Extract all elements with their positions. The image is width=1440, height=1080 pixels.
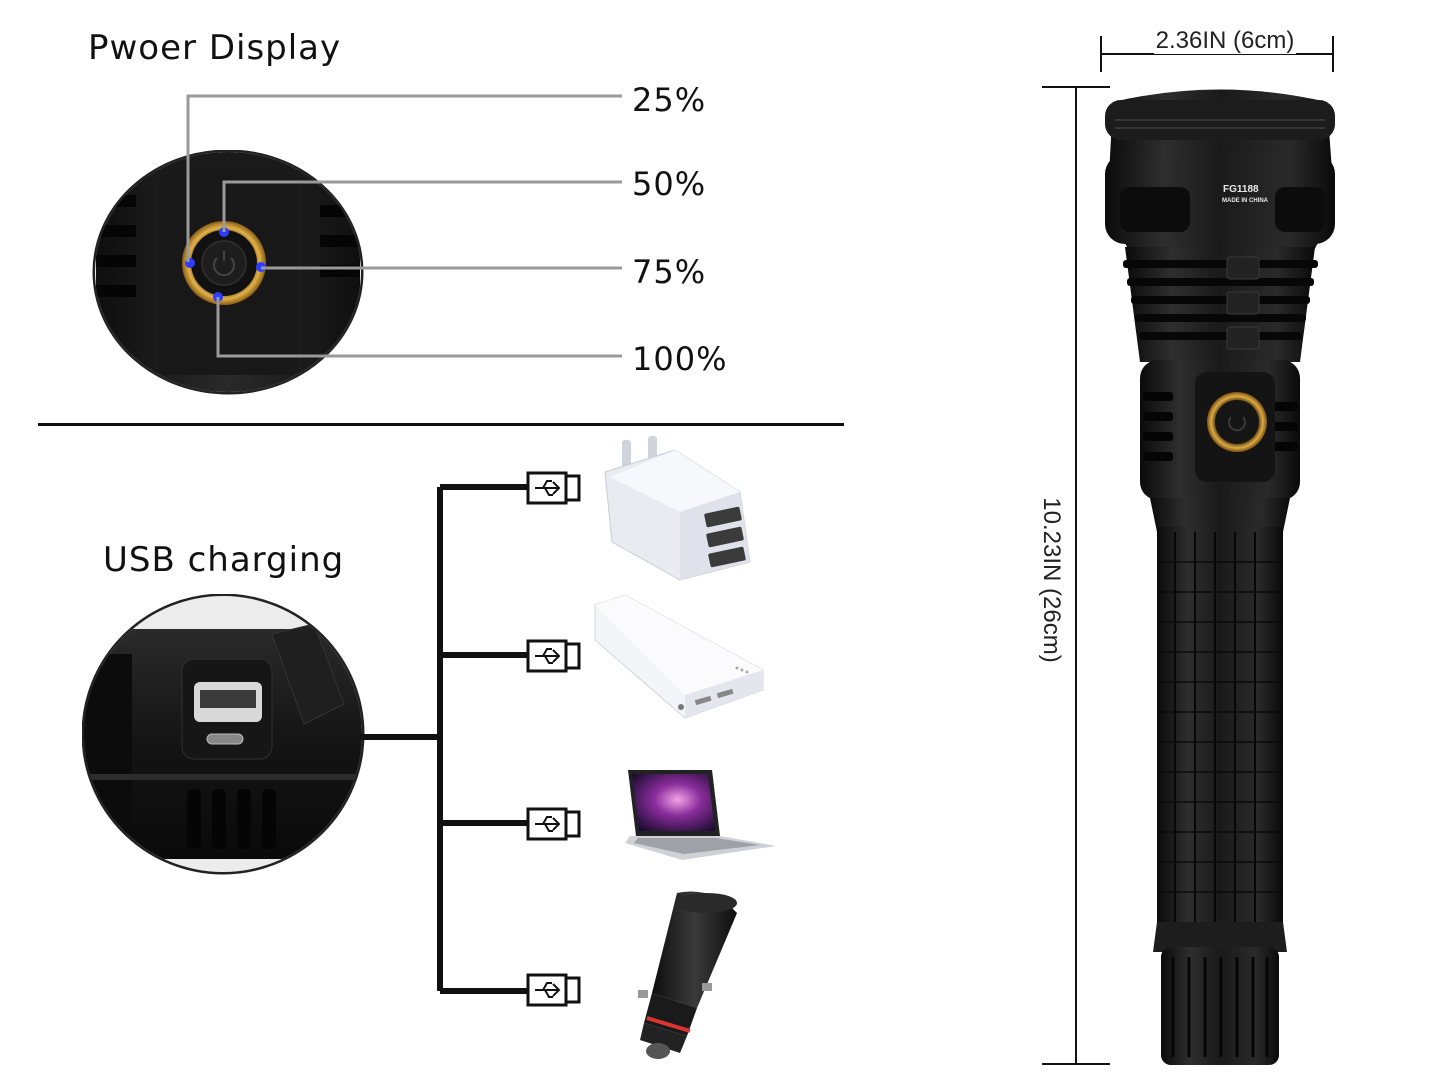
usb-plug-icon [526, 807, 581, 841]
length-dimension-line [1042, 86, 1110, 1065]
power-leader-lines [186, 94, 622, 358]
level-100-label: 100% [632, 340, 728, 378]
level-25-label: 25% [632, 81, 707, 119]
laptop-image [625, 770, 776, 860]
usb-plug-icon [526, 973, 581, 1007]
flashlight-image: FG1188 MADE IN CHINA [1105, 89, 1335, 1065]
level-50-label: 50% [632, 165, 707, 203]
usb-cable-tree [360, 484, 530, 994]
wall-charger-image [604, 436, 751, 581]
model-engraving: FG1188 [1223, 184, 1259, 195]
usb-charging-title: USB charging [103, 540, 345, 580]
width-dimension-label: 2.36IN (6cm) [1153, 27, 1297, 54]
usb-plug-icon [526, 471, 581, 505]
usb-port-closeup [82, 594, 365, 875]
width-dimension-line [1100, 36, 1334, 72]
origin-engraving: MADE IN CHINA [1222, 198, 1269, 204]
level-75-label: 75% [632, 253, 707, 291]
car-charger-image [638, 891, 737, 1059]
power-bank-image [594, 594, 764, 719]
power-button-closeup [92, 150, 364, 395]
usb-plug-icon [526, 639, 581, 673]
section-divider [38, 423, 844, 426]
length-dimension-label: 10.23IN (26cm) [1038, 494, 1065, 666]
power-display-title: Pwoer Display [88, 28, 342, 68]
